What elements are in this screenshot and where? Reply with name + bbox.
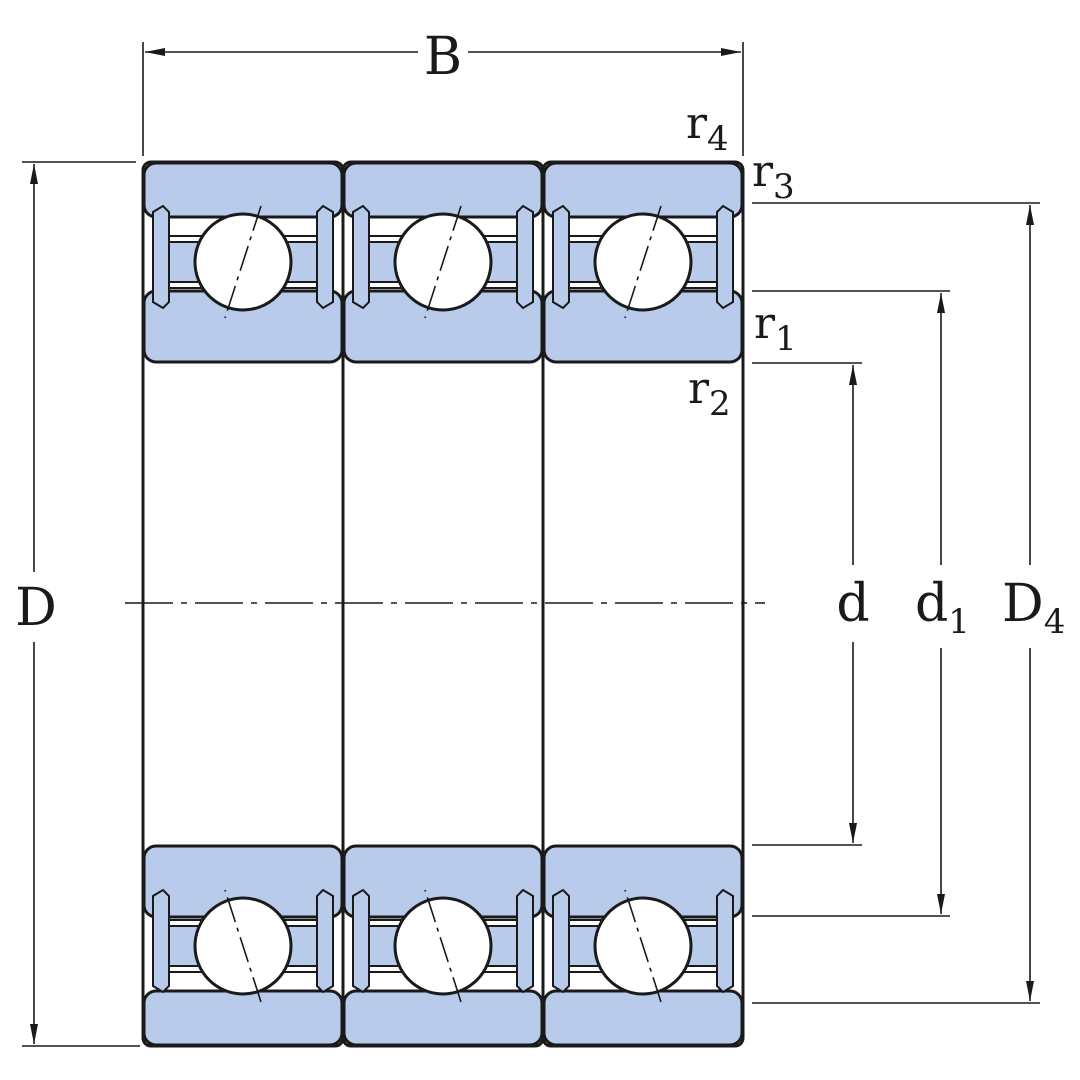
outer-ring [142,161,344,219]
label-r1: r1 [754,298,797,359]
seal-left [552,888,570,994]
label-r2: r2 [688,363,731,424]
outer-ring [542,989,744,1047]
cage [564,925,600,967]
label-D: D [15,578,57,638]
bearing-bodies [141,160,745,1048]
seal-right [516,204,534,310]
dimension-D4: D4 [752,202,1065,1004]
label-r4: r4 [686,98,729,159]
outer-ring [142,989,344,1047]
seal-right [716,888,734,994]
contact-angle-line [224,205,262,319]
outer-ring [342,161,544,219]
dimension-d: d [752,362,870,846]
contact-angle-line [424,889,462,1003]
label-d: d [836,574,869,634]
dimension-D: D [15,161,140,1047]
label-r3: r3 [752,146,795,207]
contact-angle-line [224,889,262,1003]
seal-right [316,888,334,994]
label-d1: d1 [915,574,970,642]
outer-ring [342,989,544,1047]
seal-right [516,888,534,994]
seal-left [352,204,370,310]
seal-left [152,888,170,994]
contact-angle-line [424,205,462,319]
cage [286,925,322,967]
contact-angle-line [624,205,662,319]
cage [486,241,522,283]
contact-angle-line [624,889,662,1003]
seal-left [152,204,170,310]
seal-left [552,204,570,310]
dimension-B: B [142,27,744,156]
cage [486,925,522,967]
label-D4: D4 [1002,574,1065,642]
dimension-d1: d1 [752,290,970,917]
outer-ring [542,161,744,219]
seal-right [716,204,734,310]
label-B: B [424,27,462,87]
seal-left [352,888,370,994]
seal-right [316,204,334,310]
